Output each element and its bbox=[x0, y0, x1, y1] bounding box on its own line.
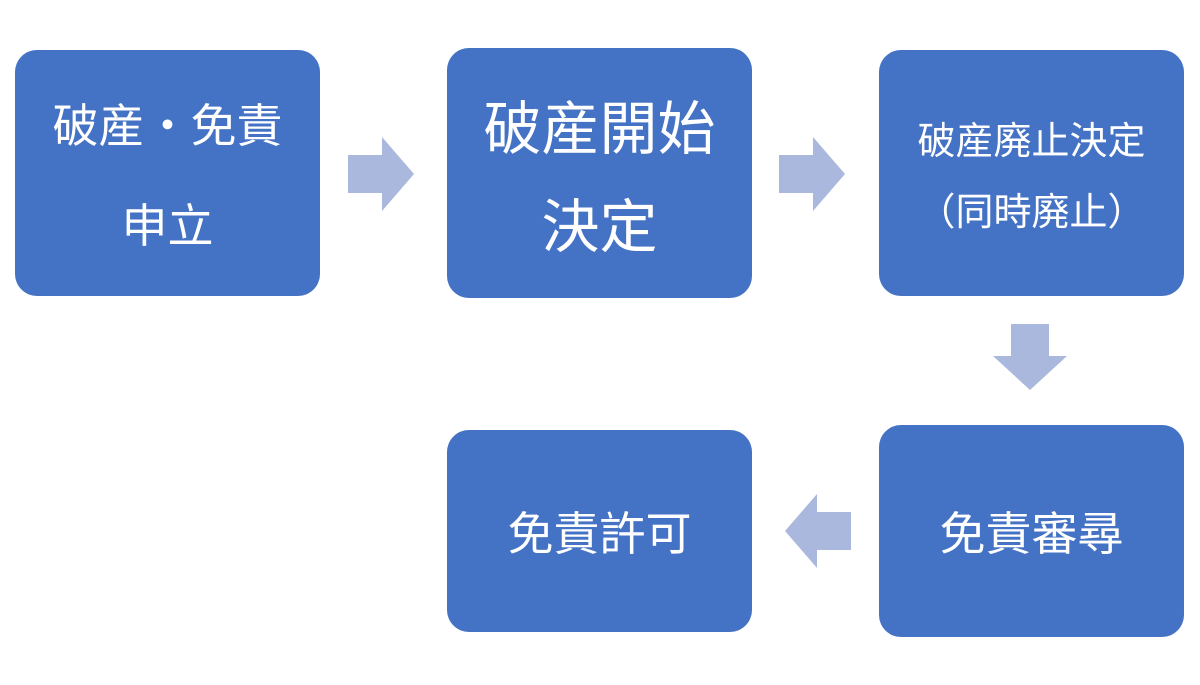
step-label-line: （同時廃止） bbox=[917, 190, 1146, 234]
step-label-line: 免責許可 bbox=[507, 507, 692, 561]
step-label-line: 破産・免責 bbox=[52, 99, 283, 153]
step-label: 免責許可 bbox=[508, 498, 692, 564]
step-box-bankruptcy-discontinuance: 破産廃止決定 （同時廃止） bbox=[879, 50, 1184, 296]
arrow-right-icon bbox=[779, 137, 845, 211]
arrow-left-icon bbox=[785, 494, 851, 568]
step-label-line: 免責審尋 bbox=[939, 507, 1124, 561]
step-box-bankruptcy-petition: 破産・免責 申立 bbox=[15, 50, 320, 296]
step-box-discharge-hearing: 免責審尋 bbox=[879, 425, 1184, 637]
step-label-line: 決定 bbox=[541, 193, 658, 261]
step-label-line: 申立 bbox=[121, 199, 214, 253]
step-box-bankruptcy-commencement: 破産開始 決定 bbox=[447, 48, 752, 298]
step-box-discharge-granted: 免責許可 bbox=[447, 430, 752, 632]
arrow-right-icon bbox=[348, 137, 414, 211]
arrow-down-icon bbox=[993, 324, 1067, 390]
step-label: 破産開始 決定 bbox=[483, 82, 715, 264]
step-label: 破産廃止決定 （同時廃止） bbox=[917, 110, 1145, 236]
step-label: 破産・免責 申立 bbox=[53, 90, 283, 256]
step-label-line: 破産開始 bbox=[483, 95, 716, 163]
step-label-line: 破産廃止決定 bbox=[917, 119, 1146, 163]
step-label: 免責審尋 bbox=[940, 498, 1124, 564]
